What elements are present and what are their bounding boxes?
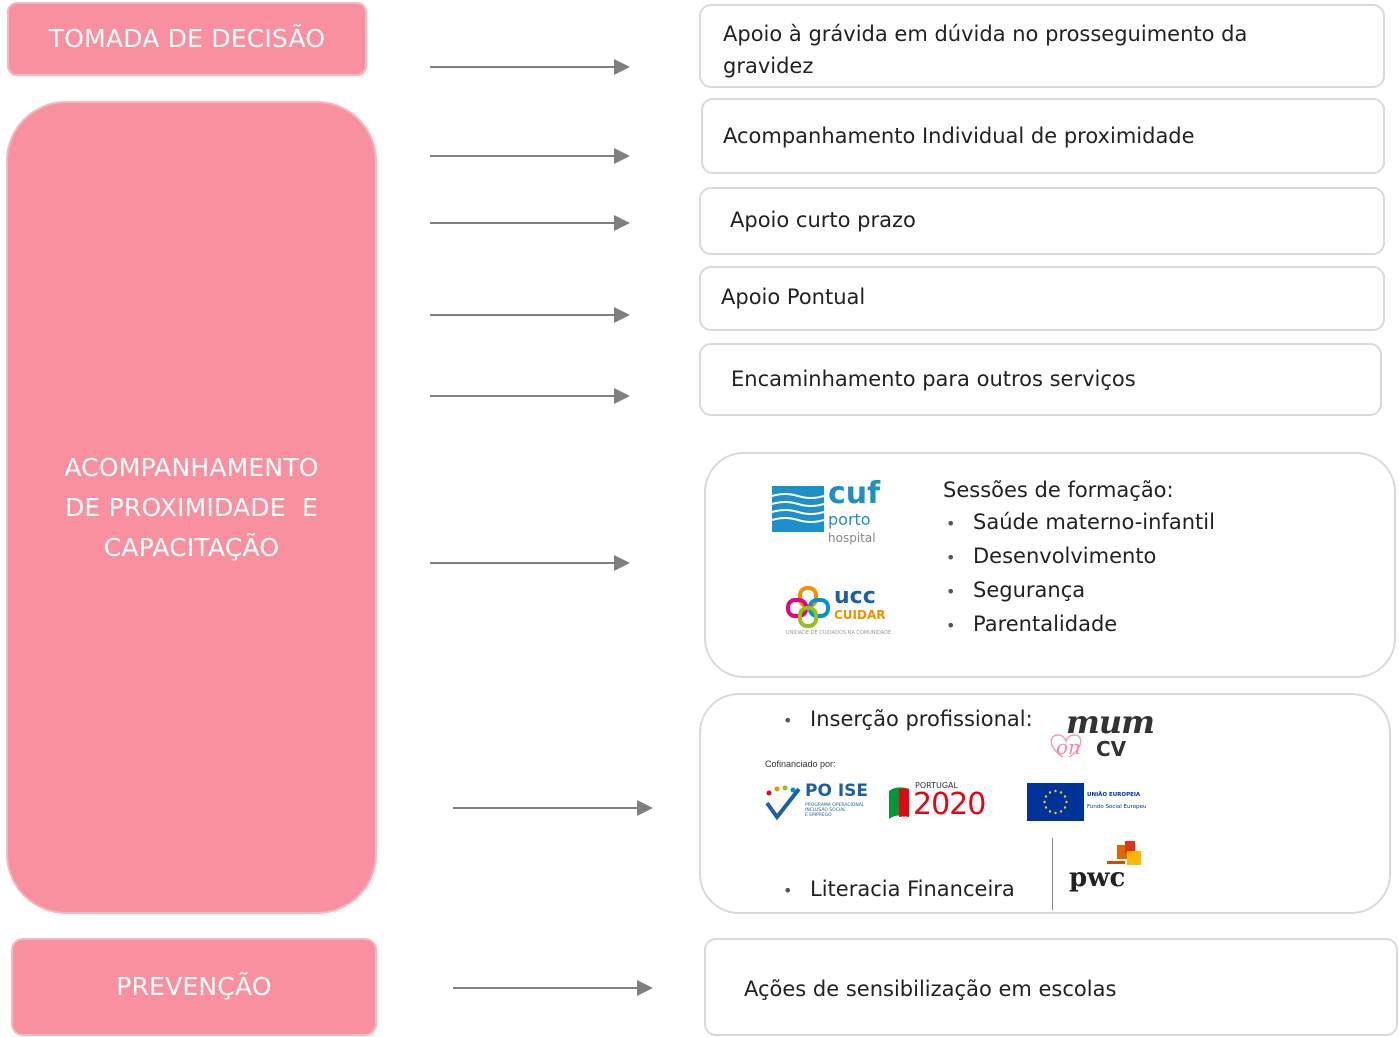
box-schools-awareness: Ações de sensibilização em escolas bbox=[704, 938, 1398, 1036]
cofinanced-label: Cofinanciado por: bbox=[765, 759, 836, 769]
punctual-support-text: Apoio Pontual bbox=[721, 285, 866, 309]
portugal-2020-logo: PORTUGAL 2020 bbox=[885, 781, 1011, 825]
accompaniment-block: ACOMPANHAMENTO DE PROXIMIDADE E CAPACITA… bbox=[6, 101, 377, 914]
ucc-cross-icon bbox=[786, 586, 830, 628]
arrow-5 bbox=[430, 388, 630, 404]
decision-block: TOMADA DE DECISÃO bbox=[7, 2, 367, 76]
arrow-2 bbox=[430, 148, 630, 164]
cuf-porto-logo: cuf porto hospital bbox=[772, 476, 902, 556]
pwc-logo: pwc bbox=[1069, 841, 1151, 897]
decision-label: TOMADA DE DECISÃO bbox=[48, 24, 326, 53]
pregnancy-support-line1: Apoio à grávida em dúvida no prosseguime… bbox=[723, 22, 1248, 46]
arrow-4 bbox=[430, 307, 630, 323]
arrow-6 bbox=[430, 555, 630, 571]
prevention-label: PREVENÇÃO bbox=[116, 972, 272, 1001]
pwc-blocks-icon bbox=[1107, 841, 1141, 865]
arrow-3 bbox=[430, 215, 630, 231]
training-item: Segurança bbox=[946, 574, 1215, 608]
arrow-8 bbox=[453, 980, 653, 996]
referral-text: Encaminhamento para outros serviços bbox=[731, 367, 1136, 391]
box-short-term-support: Apoio curto prazo bbox=[699, 187, 1385, 255]
po-ise-people-icon bbox=[765, 785, 801, 821]
vertical-divider bbox=[1052, 838, 1053, 910]
mum-heart-icon bbox=[1050, 734, 1082, 757]
literacy-item: •Literacia Financeira bbox=[783, 877, 1015, 901]
insertion-item: •Inserção profissional: bbox=[783, 707, 1033, 731]
accompaniment-label-line1: ACOMPANHAMENTO bbox=[64, 452, 319, 482]
individual-support-text: Acompanhamento Individual de proximidade bbox=[723, 124, 1195, 148]
accompaniment-label-line3: CAPACITAÇÃO bbox=[103, 532, 280, 562]
schools-awareness-text: Ações de sensibilização em escolas bbox=[744, 977, 1117, 1001]
training-list: Saúde materno-infantil Desenvolvimento S… bbox=[946, 506, 1215, 642]
box-employment: •Inserção profissional: mum on CV Cofina… bbox=[699, 693, 1391, 914]
eu-flag-icon bbox=[1027, 783, 1084, 821]
ucc-cuidar-logo: ucc CUIDAR UNIDADE DE CUIDADOS NA COMUNI… bbox=[786, 584, 892, 636]
box-individual-support: Acompanhamento Individual de proximidade bbox=[701, 98, 1385, 174]
short-term-support-text: Apoio curto prazo bbox=[730, 208, 916, 232]
prevention-block: PREVENÇÃO bbox=[11, 938, 377, 1036]
box-training: cuf porto hospital ucc CUIDAR UNIDADE DE… bbox=[704, 452, 1396, 678]
arrow-1 bbox=[430, 59, 630, 75]
po-ise-logo: PO ISE PROGRAMA OPERACIONAL INCLUSÃO SOC… bbox=[763, 781, 873, 825]
box-referral: Encaminhamento para outros serviços bbox=[699, 343, 1382, 416]
training-item: Saúde materno-infantil bbox=[946, 506, 1215, 540]
training-title: Sessões de formação: bbox=[943, 478, 1174, 502]
cuf-waves-icon bbox=[772, 486, 824, 532]
training-item: Desenvolvimento bbox=[946, 540, 1215, 574]
accompaniment-label-line2: DE PROXIMIDADE E bbox=[64, 492, 318, 522]
box-pregnancy-support: Apoio à grávida em dúvida no prosseguime… bbox=[699, 4, 1385, 88]
pregnancy-support-line2: gravidez bbox=[723, 54, 814, 78]
eu-logo: UNIÃO EUROPEIA Fundo Social Europeu bbox=[1027, 783, 1157, 823]
portugal-flag-icon bbox=[889, 787, 909, 819]
mum-on-cv-logo: mum on CV bbox=[1046, 711, 1156, 757]
arrow-7 bbox=[453, 800, 653, 816]
training-item: Parentalidade bbox=[946, 608, 1215, 642]
box-punctual-support: Apoio Pontual bbox=[699, 266, 1385, 331]
